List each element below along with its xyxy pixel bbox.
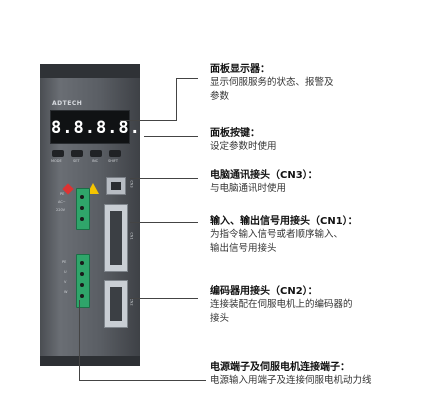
leader-display-h1 xyxy=(176,78,198,79)
shift-key xyxy=(109,150,121,157)
cn3-port xyxy=(106,177,126,195)
annotation-title-display: 面板显示器： xyxy=(210,64,270,75)
cn2-connector xyxy=(104,280,128,328)
warning-triangle-icon xyxy=(87,183,99,194)
cn2-label: CN2 xyxy=(129,298,134,306)
motor-terminal-block xyxy=(76,254,90,308)
v-label: V xyxy=(64,280,67,284)
annotation-title-cn1: 输入、输出信号用接头（CN1）： xyxy=(210,216,358,227)
leader-display-h2 xyxy=(120,120,177,121)
leader-cn3 xyxy=(130,178,198,179)
annotation-title-cn3: 电脑通讯接头（CN3）： xyxy=(210,170,318,181)
leader-terminals-v xyxy=(79,300,80,380)
power-terminal-block xyxy=(76,188,90,230)
leader-display-v xyxy=(176,78,177,120)
panel-display: 8.8.8.8.8.8 xyxy=(50,110,175,144)
leader-keys xyxy=(144,136,198,137)
shift-key-label: SHIFT xyxy=(108,159,118,163)
w-label: W xyxy=(64,290,68,294)
annotation-desc-terminals: 电源输入用端子及连接伺服电机动力线 xyxy=(210,375,372,386)
inc-key xyxy=(90,150,102,157)
set-key-label: SET xyxy=(73,159,80,163)
servo-drive-base xyxy=(40,356,140,366)
leader-cn2 xyxy=(130,298,198,299)
leader-terminals-h xyxy=(79,380,206,381)
pe-label-bottom: PE xyxy=(62,260,67,264)
brand-logo: ADTECH xyxy=(52,100,83,107)
annotation-desc-cn1: 为指令输入信号或者顺序输入、 输出信号用接头 xyxy=(210,229,344,254)
u-label: U xyxy=(64,270,67,274)
annotation-desc-keys: 设定参数时使用 xyxy=(210,141,277,152)
display-digits: 8.8.8.8.8.8 xyxy=(51,118,175,138)
inc-key-label: INC xyxy=(92,159,99,163)
annotation-desc-cn3: 与电脑通讯时使用 xyxy=(210,183,287,194)
ac-label: AC~ xyxy=(58,200,66,204)
mode-key-label: MODE xyxy=(51,159,62,163)
servo-drive-illustration: ADTECH 8.8.8.8.8.8 MODE SET INC SHIFT CN… xyxy=(40,64,175,366)
mode-key xyxy=(52,150,64,157)
annotation-title-cn2: 编码器用接头（CN2）： xyxy=(210,286,318,297)
pe-label-top: PE xyxy=(60,192,65,196)
cn1-connector xyxy=(104,204,128,272)
annotation-desc-cn2: 连接装配在伺服电机上的编码器的 接头 xyxy=(210,299,353,324)
set-key xyxy=(71,150,83,157)
annotation-title-terminals: 电源端子及伺服电机连接端子： xyxy=(210,362,350,373)
annotation-desc-display: 显示伺服服务的状态、报警及 参数 xyxy=(210,77,334,102)
cn1-label: CN1 xyxy=(129,232,134,240)
voltage-label: 220V xyxy=(56,208,66,212)
leader-cn1 xyxy=(130,222,198,223)
servo-drive-top xyxy=(40,64,140,78)
annotation-title-keys: 面板按键： xyxy=(210,128,260,139)
cn3-label: CN3 xyxy=(129,180,134,188)
